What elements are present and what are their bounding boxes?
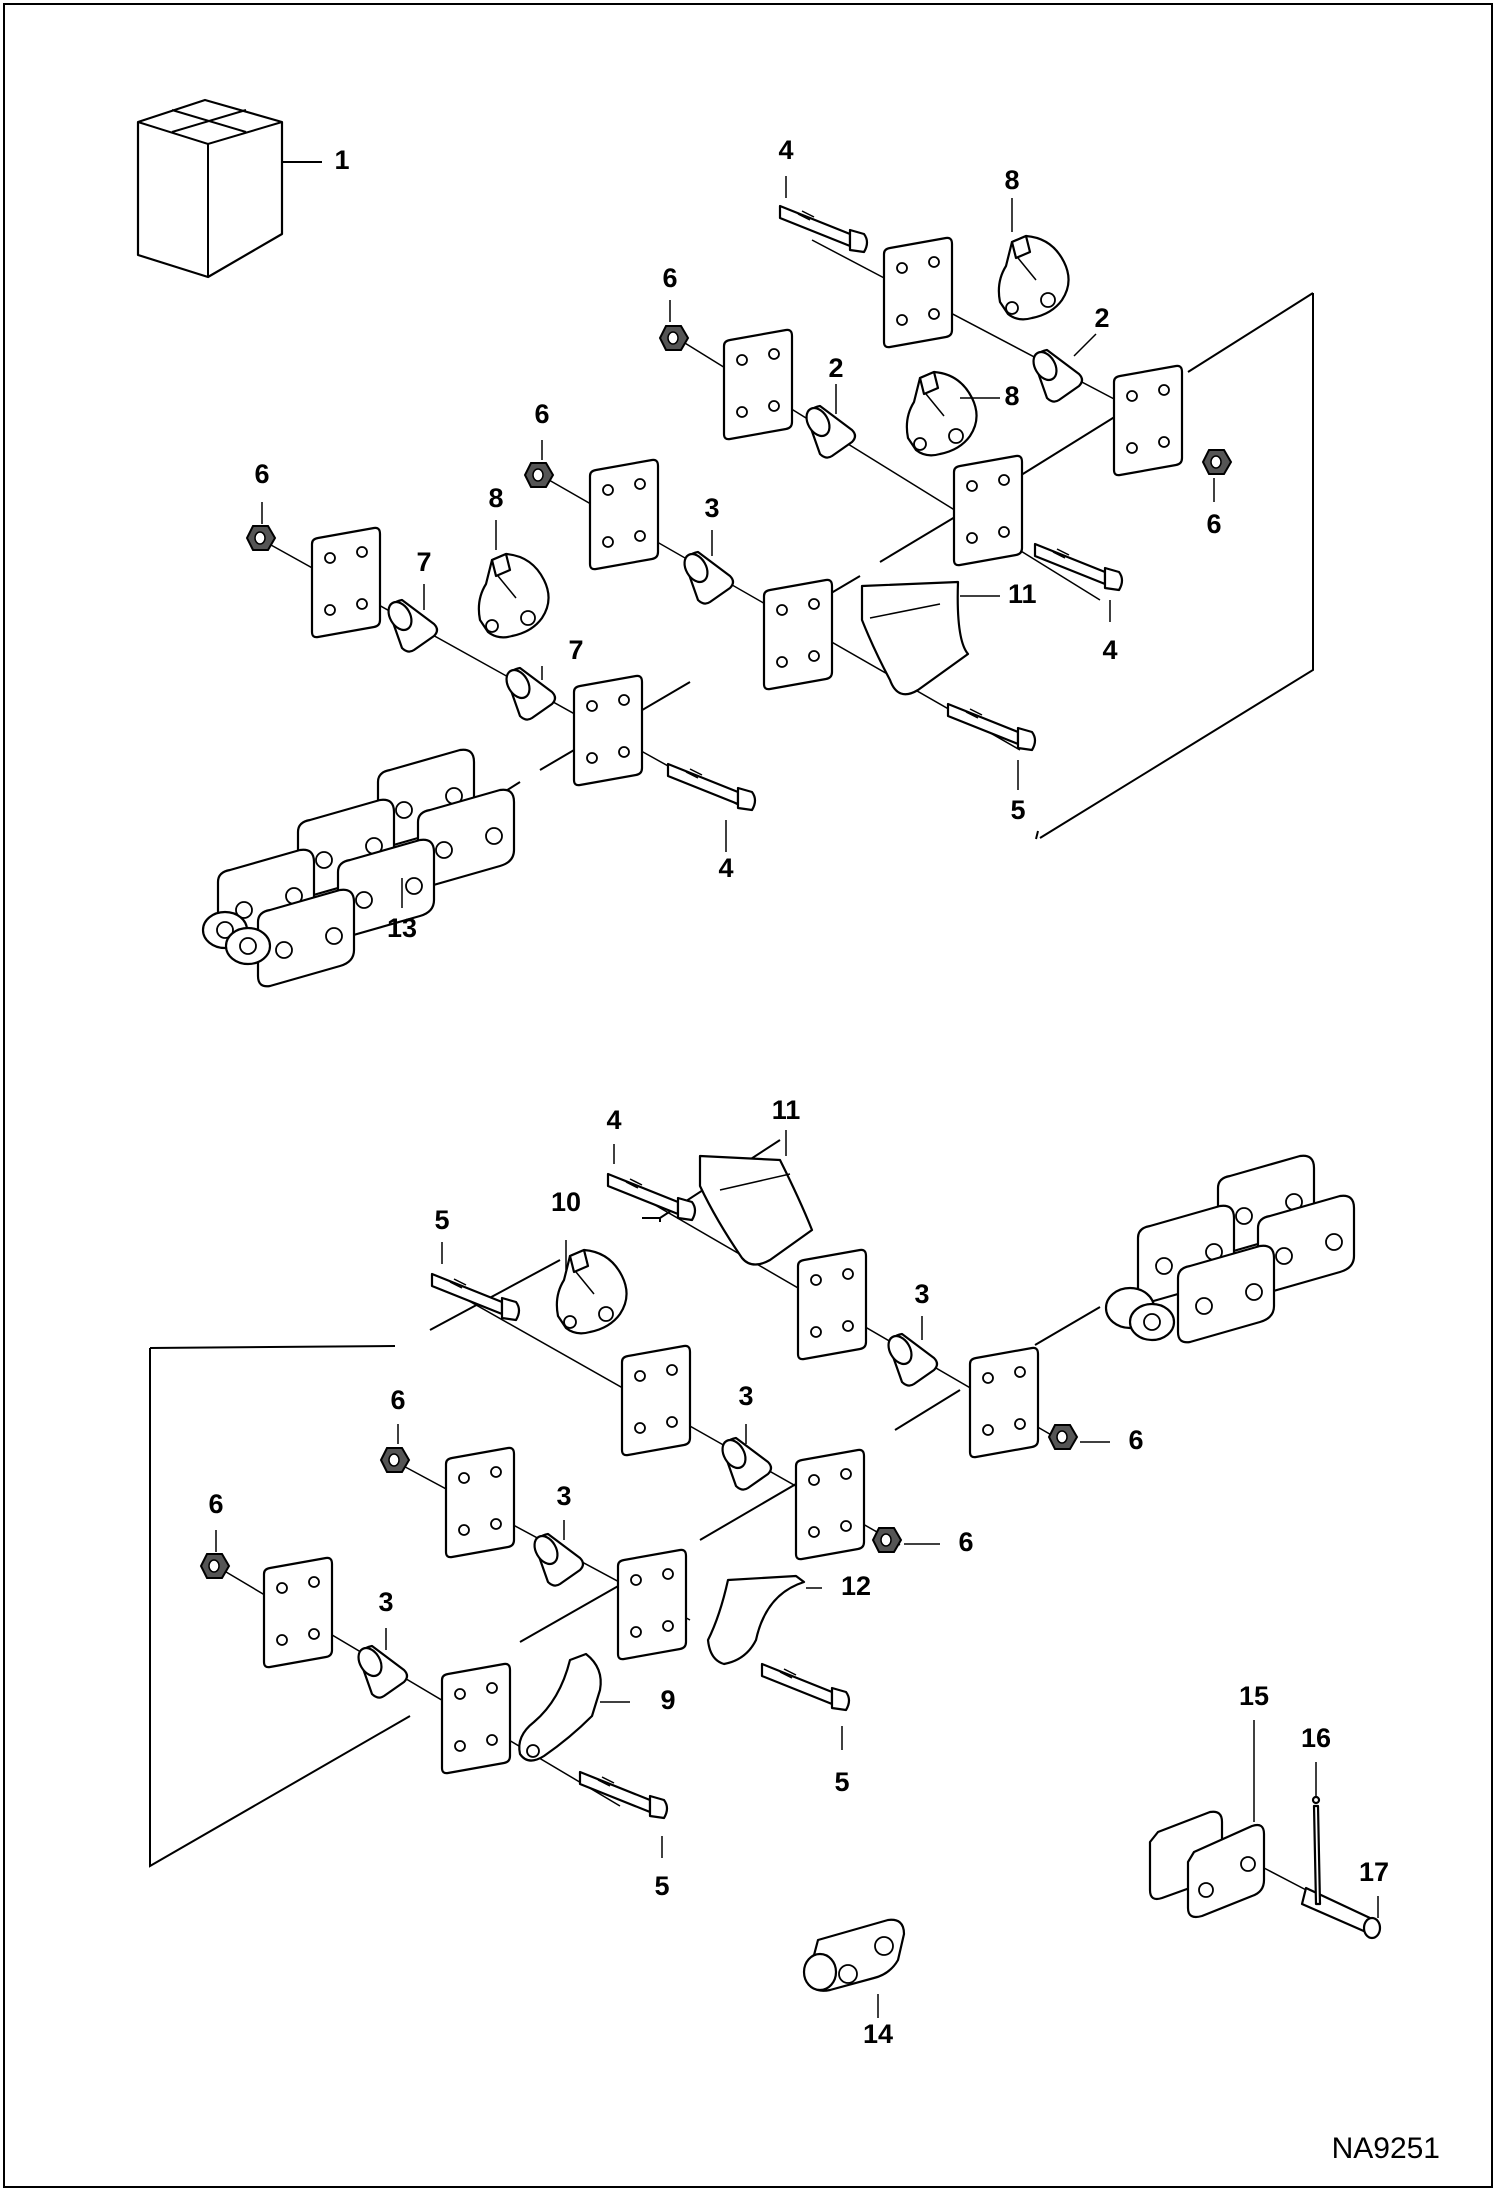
callout-12: 12 bbox=[841, 1571, 871, 1601]
chain-assembly-13 bbox=[201, 748, 516, 988]
upper-row-3 bbox=[524, 458, 1037, 752]
drawing-code: NA9251 bbox=[1332, 2132, 1440, 2165]
callout-6e: 6 bbox=[1128, 1425, 1143, 1455]
callout-6h: 6 bbox=[208, 1489, 223, 1519]
lower-row-2 bbox=[430, 1248, 902, 1561]
callout-8a: 8 bbox=[1004, 165, 1019, 195]
callout-15: 15 bbox=[1239, 1681, 1269, 1711]
bracket-lower bbox=[698, 1154, 814, 1266]
callout-17: 17 bbox=[1359, 1857, 1389, 1887]
leader-lines bbox=[215, 176, 1379, 2018]
callout-4a: 4 bbox=[778, 135, 793, 165]
lower-row-1 bbox=[606, 1154, 1078, 1459]
tooth-9 bbox=[518, 1652, 602, 1762]
lower-row-3 bbox=[380, 1446, 851, 1712]
callout-3a: 3 bbox=[704, 493, 719, 523]
callout-3d: 3 bbox=[556, 1481, 571, 1511]
upper-row-4 bbox=[246, 525, 757, 812]
callout-7a: 7 bbox=[416, 547, 431, 577]
connecting-link-14 bbox=[802, 1918, 906, 1992]
kit-box-part bbox=[136, 98, 322, 279]
upper-row-2 bbox=[659, 325, 1124, 601]
callout-13: 13 bbox=[387, 913, 417, 943]
callout-9: 9 bbox=[660, 1685, 675, 1715]
callout-1: 1 bbox=[334, 145, 349, 175]
callout-8b: 8 bbox=[1004, 381, 1019, 411]
lower-assembly-panel bbox=[149, 1139, 1101, 1868]
callout-3c: 3 bbox=[738, 1381, 753, 1411]
callout-6g: 6 bbox=[958, 1527, 973, 1557]
callout-6d: 6 bbox=[254, 459, 269, 489]
callout-4d: 4 bbox=[606, 1105, 621, 1135]
callout-5b: 5 bbox=[434, 1205, 449, 1235]
callout-10: 10 bbox=[551, 1187, 581, 1217]
callout-6c: 6 bbox=[534, 399, 549, 429]
callout-3b: 3 bbox=[914, 1279, 929, 1309]
offset-link-15 bbox=[1148, 1795, 1382, 1940]
callout-2a: 2 bbox=[1094, 303, 1109, 333]
lower-row-4 bbox=[200, 1553, 669, 1820]
callout-6a: 6 bbox=[662, 263, 677, 293]
callout-11a: 11 bbox=[1008, 579, 1037, 609]
callout-2b: 2 bbox=[828, 353, 843, 383]
bracket-12 bbox=[706, 1574, 806, 1666]
chain-lower bbox=[1104, 1154, 1356, 1344]
callout-5a: 5 bbox=[1010, 795, 1025, 825]
upper-row-1 bbox=[778, 204, 1232, 477]
callout-16: 16 bbox=[1301, 1723, 1331, 1753]
callout-7b: 7 bbox=[568, 635, 583, 665]
callout-3e: 3 bbox=[378, 1587, 393, 1617]
callout-labels: 1 4 8 2 6 2 8 6 4 6 3 11 6 8 7 7 5 4 13 … bbox=[208, 135, 1389, 2049]
callout-14: 14 bbox=[863, 2019, 893, 2049]
callout-5d: 5 bbox=[654, 1871, 669, 1901]
callout-8c: 8 bbox=[488, 483, 503, 513]
callout-11b: 11 bbox=[772, 1095, 801, 1125]
callout-5c: 5 bbox=[834, 1767, 849, 1797]
callout-4b: 4 bbox=[1102, 635, 1117, 665]
callout-6f: 6 bbox=[390, 1385, 405, 1415]
callout-4c: 4 bbox=[718, 853, 733, 883]
callout-6b: 6 bbox=[1206, 509, 1221, 539]
bracket-upper bbox=[860, 580, 970, 696]
